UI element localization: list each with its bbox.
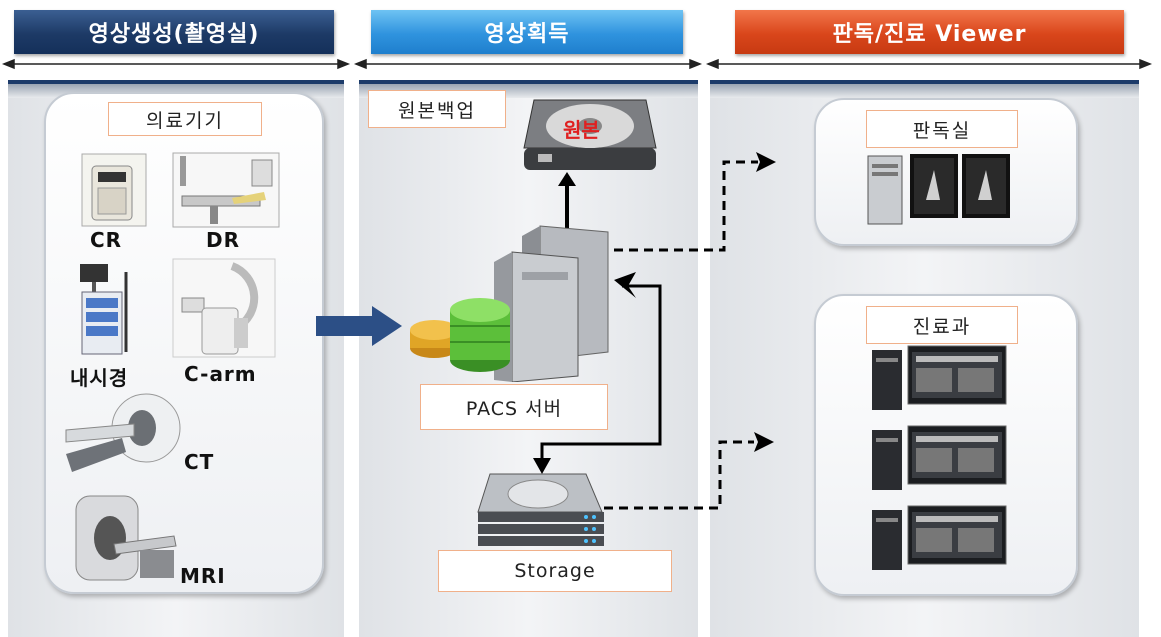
- device-label-endoscope: 내시경: [70, 366, 129, 390]
- backup-disk-text: 원본: [563, 118, 600, 142]
- reading-workstation-icon: [867, 154, 1010, 225]
- dashed-arrow-reading: [614, 152, 776, 252]
- clinic-workstation-icon: [872, 425, 1007, 490]
- span-arrows: [1, 58, 1153, 70]
- ct-device-icon: [65, 393, 181, 472]
- device-label-ct: CT: [184, 450, 215, 474]
- device-label-mri: MRI: [180, 564, 226, 588]
- storage-icon: [477, 473, 604, 546]
- backup-label: 원본백업: [368, 90, 506, 128]
- backup-disk-icon: [523, 99, 657, 170]
- reading-room-label: 판독실: [866, 110, 1018, 148]
- device-label-dr: DR: [206, 228, 241, 252]
- storage-label: Storage: [438, 550, 672, 592]
- dashed-arrow-clinic: [604, 432, 774, 510]
- server-storage-connector: [533, 272, 662, 474]
- header-image-acquisition: 영상획득: [371, 10, 683, 54]
- arrow-to-backup: [558, 172, 576, 228]
- medical-devices-label: 의료기기: [108, 102, 262, 136]
- clinic-label: 진료과: [866, 306, 1018, 344]
- header-viewer: 판독/진료 Viewer: [735, 10, 1124, 54]
- cr-device-icon: [81, 153, 147, 227]
- clinic-workstation-icon: [872, 505, 1007, 570]
- clinic-workstation-icon: [872, 345, 1007, 410]
- pacs-server-icon: [410, 225, 609, 382]
- device-label-carm: C-arm: [184, 362, 257, 386]
- pacs-server-label: PACS 서버: [420, 384, 608, 430]
- dr-device-icon: [172, 152, 280, 228]
- endoscope-device-icon: [80, 264, 128, 355]
- carm-device-icon: [172, 258, 276, 358]
- mri-device-icon: [75, 495, 177, 581]
- flow-arrow-icon: [316, 306, 402, 346]
- header-image-creation: 영상생성(촬영실): [14, 10, 334, 54]
- device-label-cr: CR: [90, 228, 123, 252]
